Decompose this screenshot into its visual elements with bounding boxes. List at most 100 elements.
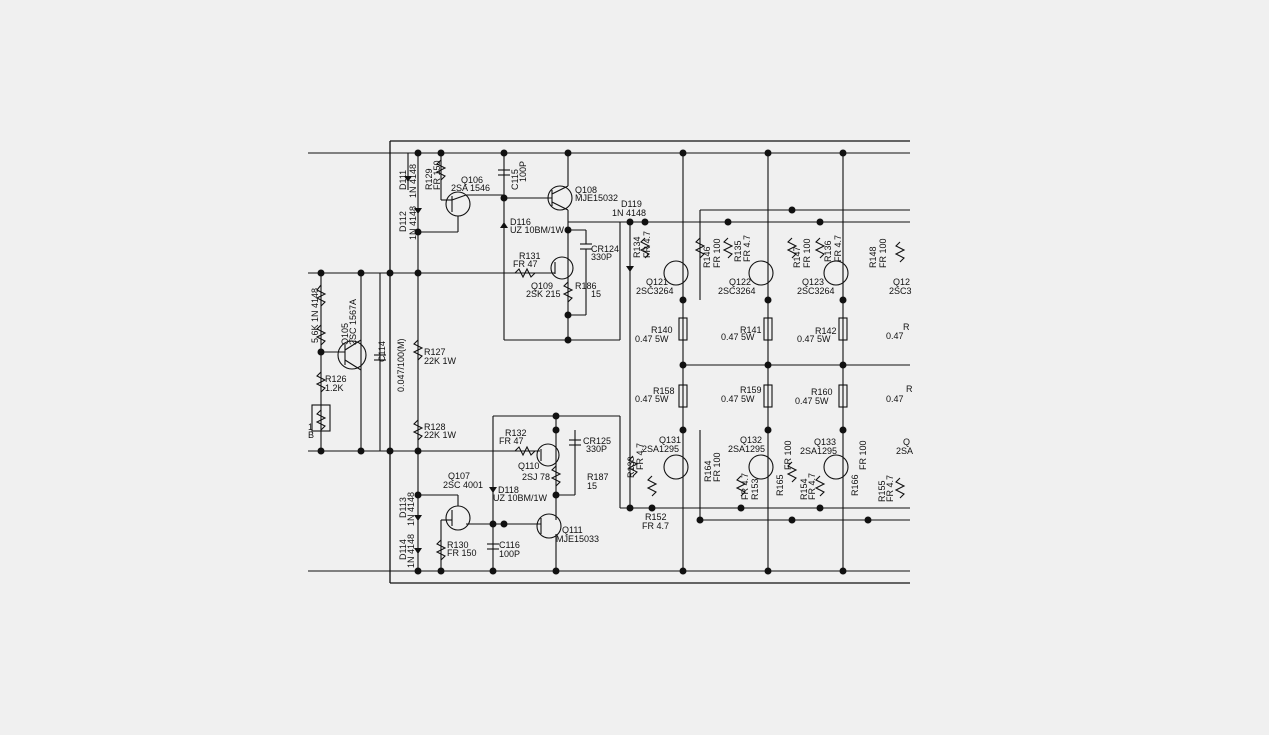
label-q105: Q105	[340, 323, 350, 345]
label-r130: R130	[447, 540, 469, 550]
label-d116: D116	[510, 217, 531, 227]
label-r148: R148	[868, 246, 878, 268]
label-c116-val: 100P	[499, 549, 520, 559]
label-r158-val: 0.47 5W	[635, 394, 669, 404]
label-c114: C114	[377, 341, 387, 362]
label-d114-val: 1N 4148	[406, 534, 416, 568]
label-r128: R128	[424, 422, 446, 432]
label-r147-val: FR 100	[802, 238, 812, 268]
label-d111: D111	[398, 170, 408, 190]
label-r154: R154	[799, 478, 809, 500]
label-q131: Q131	[659, 435, 681, 445]
label-r166: R166	[850, 474, 860, 496]
label-d119: D119	[621, 199, 642, 209]
label-d111-val: 1N 4148	[408, 164, 418, 198]
label-d113-val: 1N 4148	[406, 492, 416, 526]
label-q124: Q12	[893, 277, 910, 287]
label-cr124-val: 330P	[591, 252, 612, 262]
label-r142: R142	[815, 326, 837, 336]
label-r134-val: FR 4.7	[642, 231, 652, 258]
label-q107: Q107	[448, 471, 470, 481]
label-cr125-val: 330P	[586, 444, 607, 454]
label-r131: R131	[519, 251, 541, 261]
label-r146: R146	[702, 246, 712, 268]
label-q122-val: 2SC3264	[718, 286, 756, 296]
label-q110-val: 2SJ 78	[522, 472, 550, 482]
label-q121: Q121	[646, 277, 668, 287]
label-r165-val: FR 100	[783, 440, 793, 470]
label-r158: R158	[653, 386, 675, 396]
label-d1xx: 5.6K 1N 4148	[310, 288, 320, 343]
label-q123-val: 2SC3264	[797, 286, 835, 296]
label-c115-val: 100P	[518, 161, 528, 182]
label-d116-val: UZ 10BM/1W	[510, 225, 565, 235]
label-d119-val: 1N 4148	[612, 208, 646, 218]
label-r134: R134	[632, 236, 642, 258]
label-r164: R164	[703, 460, 713, 482]
label-r147: R147	[792, 246, 802, 268]
label-r186: R186	[575, 281, 597, 291]
label-r160-val: 0.47 5W	[795, 396, 829, 406]
label-r135: R135	[733, 240, 743, 262]
component-labels: D111 1N 4148 R129 FR 150 D112 1N 4148 Q1…	[308, 160, 913, 568]
label-d113: D113	[398, 497, 408, 518]
label-c115: C115	[510, 169, 520, 190]
label-r187: R187	[587, 472, 609, 482]
label-r136: R136	[823, 240, 833, 262]
label-r142-val: 0.47 5W	[797, 334, 831, 344]
label-q111-val: MJE15033	[556, 534, 599, 544]
label-r148-val: FR 100	[878, 238, 888, 268]
label-q122: Q122	[729, 277, 751, 287]
label-q134: Q	[903, 437, 910, 447]
label-vr: 1	[308, 422, 313, 432]
label-vr-val: B	[308, 430, 314, 440]
label-d118: D118	[498, 485, 519, 495]
label-r153: R153	[750, 478, 760, 500]
label-r159-val: 0.47 5W	[721, 394, 755, 404]
label-q133: Q133	[814, 437, 836, 447]
label-d114: D114	[398, 539, 408, 560]
label-q105-val: 2SC 1567A	[348, 299, 358, 345]
label-q106: Q106	[461, 175, 483, 185]
label-r143: R	[903, 322, 910, 332]
r127-r128-string	[404, 153, 424, 571]
label-q132: Q132	[740, 435, 762, 445]
label-q110: Q110	[518, 461, 539, 471]
label-r141-val: 0.47 5W	[721, 332, 755, 342]
label-r140: R140	[651, 325, 673, 335]
label-r187-val: 15	[587, 481, 597, 491]
label-r146-val: FR 100	[712, 238, 722, 268]
label-q109-val: 2SK 215	[526, 289, 561, 299]
label-q131-val: 2SA1295	[642, 444, 679, 454]
label-cr125: CR125	[583, 436, 611, 446]
label-r130-val: FR 150	[447, 548, 477, 558]
label-r140-val: 0.47 5W	[635, 334, 669, 344]
label-r133-val: FR 4.7	[635, 443, 645, 470]
label-r186-val: 15	[591, 289, 601, 299]
label-r129-val: FR 150	[432, 160, 442, 190]
label-r161: R	[906, 384, 913, 394]
label-r129: R129	[424, 168, 434, 190]
label-r136-val: FR 4.7	[833, 235, 843, 262]
label-q106-val: 2SA 1546	[451, 183, 490, 193]
label-q134-val: 2SA	[896, 446, 913, 456]
label-r161-val: 0.47	[886, 394, 904, 404]
label-q108-val: MJE15032	[575, 193, 618, 203]
label-q133-val: 2SA1295	[800, 446, 837, 456]
label-q109: Q109	[531, 281, 553, 291]
label-q132-val: 2SA1295	[728, 444, 765, 454]
junction-dots	[317, 149, 872, 575]
label-r160: R160	[811, 387, 833, 397]
label-r159: R159	[740, 385, 762, 395]
label-r153-val: FR 4.7	[740, 473, 750, 500]
label-r165: R165	[775, 474, 785, 496]
label-r166-val: FR 100	[858, 440, 868, 470]
label-r135-val: FR 4.7	[742, 235, 752, 262]
label-r127-val: 22K 1W	[424, 356, 457, 366]
label-r128-val: 22K 1W	[424, 430, 457, 440]
label-r154-val: FR 4.7	[807, 473, 817, 500]
label-q111: Q111	[562, 525, 583, 535]
upper-driver	[390, 153, 910, 341]
label-r126-val: 1.2K	[325, 383, 344, 393]
label-r155-val: FR 4.7	[885, 475, 895, 502]
